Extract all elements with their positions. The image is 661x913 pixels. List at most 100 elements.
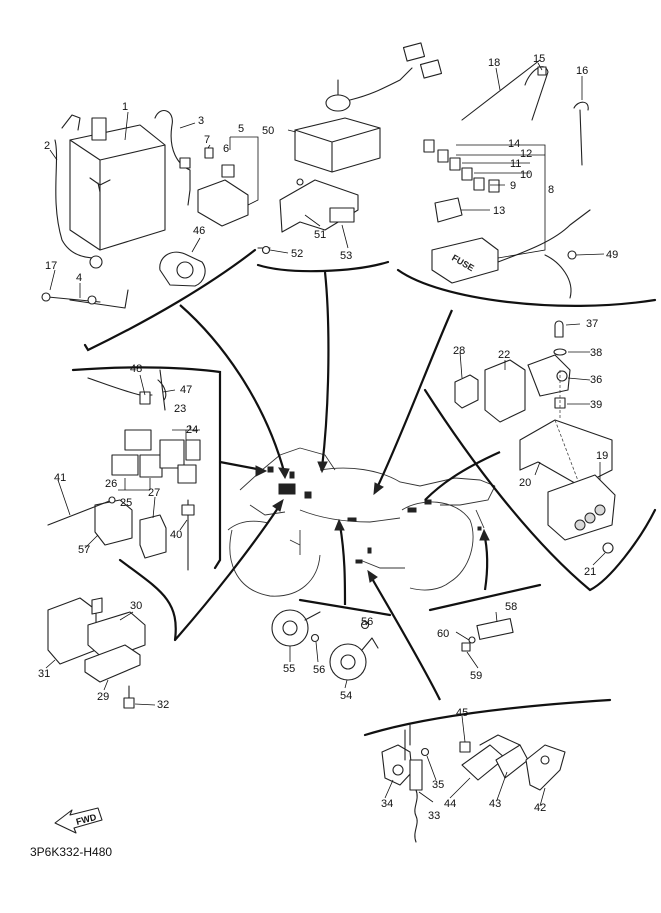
screw-35[interactable]: [420, 747, 430, 757]
callout-16[interactable]: 16: [576, 65, 588, 77]
callout-47[interactable]: 47: [180, 384, 192, 396]
horn-55[interactable]: [271, 609, 309, 647]
callout-33[interactable]: 33: [428, 810, 440, 822]
igniter-19[interactable]: [547, 474, 616, 541]
callout-56b[interactable]: 56: [313, 664, 325, 676]
battery-cap[interactable]: [91, 117, 107, 141]
relay-36[interactable]: [527, 354, 571, 397]
callout-24[interactable]: 24: [186, 424, 198, 436]
callout-49[interactable]: 49: [606, 249, 618, 261]
washer-38[interactable]: [553, 348, 567, 356]
fuse-6[interactable]: [221, 164, 235, 178]
callout-15[interactable]: 15: [533, 53, 545, 65]
callout-42[interactable]: 42: [534, 802, 546, 814]
switch-33[interactable]: [409, 759, 423, 791]
callout-3[interactable]: 3: [198, 115, 204, 127]
callout-34[interactable]: 34: [381, 798, 393, 810]
starter-relay-5[interactable]: [197, 179, 249, 227]
battery[interactable]: [69, 124, 166, 251]
callout-10[interactable]: 10: [520, 169, 532, 181]
relay-57[interactable]: [94, 499, 133, 546]
switch-43[interactable]: [495, 744, 529, 779]
callout-43[interactable]: 43: [489, 798, 501, 810]
callout-28[interactable]: 28: [453, 345, 465, 357]
relay-24[interactable]: [185, 439, 201, 461]
callout-11[interactable]: 11: [510, 158, 521, 170]
callout-57[interactable]: 57: [78, 544, 90, 556]
main-switch[interactable]: [325, 94, 351, 112]
callout-58[interactable]: 58: [505, 601, 517, 613]
callout-18[interactable]: 18: [488, 57, 500, 69]
clip-17[interactable]: [41, 292, 51, 302]
callout-55[interactable]: 55: [283, 663, 295, 675]
screw-45[interactable]: [459, 741, 471, 753]
callout-56[interactable]: 56: [361, 616, 373, 628]
bracket-51[interactable]: [279, 179, 359, 233]
starter-relay-46[interactable]: [159, 251, 206, 287]
callout-35[interactable]: 35: [432, 779, 444, 791]
callout-2[interactable]: 2: [44, 140, 50, 152]
horn-54[interactable]: [329, 643, 367, 681]
callout-19[interactable]: 19: [596, 450, 608, 462]
callout-8[interactable]: 8: [548, 184, 554, 196]
washer-60[interactable]: [468, 636, 476, 644]
callout-12[interactable]: 12: [520, 148, 532, 160]
fuse-14[interactable]: [423, 139, 435, 153]
callout-25[interactable]: 25: [120, 497, 132, 509]
cable-tie-18[interactable]: [461, 59, 541, 121]
callout-41[interactable]: 41: [54, 472, 66, 484]
callout-31[interactable]: 31: [38, 668, 50, 680]
callout-36[interactable]: 36: [590, 374, 602, 386]
clip-16[interactable]: [573, 101, 589, 166]
callout-50[interactable]: 50: [262, 125, 274, 137]
callout-53[interactable]: 53: [340, 250, 352, 262]
callout-51[interactable]: 51: [314, 229, 326, 241]
relay-25[interactable]: [139, 454, 163, 478]
callout-9[interactable]: 9: [510, 180, 516, 192]
relay-27[interactable]: [139, 514, 167, 559]
bracket-42[interactable]: [525, 744, 566, 791]
bolt-37[interactable]: [554, 320, 564, 338]
band-47[interactable]: [157, 369, 167, 411]
callout-52[interactable]: 52: [291, 248, 303, 260]
callout-1[interactable]: 1: [122, 101, 128, 113]
bolt-7[interactable]: [204, 147, 214, 159]
fuse-9[interactable]: [473, 177, 485, 191]
relay-30[interactable]: [87, 611, 146, 661]
callout-46[interactable]: 46: [193, 225, 205, 237]
relay-28[interactable]: [454, 374, 479, 409]
damper-53[interactable]: [329, 207, 355, 223]
callout-21[interactable]: 21: [584, 566, 596, 578]
callout-54[interactable]: 54: [340, 690, 352, 702]
callout-14[interactable]: 14: [508, 138, 520, 150]
callout-40[interactable]: 40: [170, 529, 182, 541]
callout-22[interactable]: 22: [498, 349, 510, 361]
callout-5[interactable]: 5: [238, 123, 244, 135]
bolt-32[interactable]: [123, 697, 135, 709]
connector-plug[interactable]: [402, 42, 426, 62]
callout-6[interactable]: 6: [223, 143, 229, 155]
fuse-holder-13[interactable]: [434, 197, 463, 223]
callout-32[interactable]: 32: [157, 699, 169, 711]
callout-17[interactable]: 17: [45, 260, 57, 272]
callout-29[interactable]: 29: [97, 691, 109, 703]
cable-tie-41[interactable]: [47, 499, 113, 526]
callout-38[interactable]: 38: [590, 347, 602, 359]
callout-23[interactable]: 23: [174, 403, 186, 415]
callout-13[interactable]: 13: [493, 205, 505, 217]
nut-59[interactable]: [461, 642, 471, 652]
callout-48[interactable]: 48: [130, 363, 142, 375]
relay-22[interactable]: [484, 359, 526, 423]
callout-39[interactable]: 39: [590, 399, 602, 411]
reflector-58[interactable]: [476, 618, 514, 640]
clip-49[interactable]: [544, 254, 572, 299]
callout-59[interactable]: 59: [470, 670, 482, 682]
fuse-box-8[interactable]: [431, 237, 499, 284]
fuse-11[interactable]: [449, 157, 461, 171]
callout-4[interactable]: 4: [76, 272, 82, 284]
callout-7[interactable]: 7: [204, 134, 210, 146]
fuse-box-cover-50[interactable]: [294, 117, 381, 173]
fuse-12[interactable]: [437, 149, 449, 163]
relay-26[interactable]: [124, 429, 152, 451]
bolt-56b[interactable]: [310, 633, 320, 643]
